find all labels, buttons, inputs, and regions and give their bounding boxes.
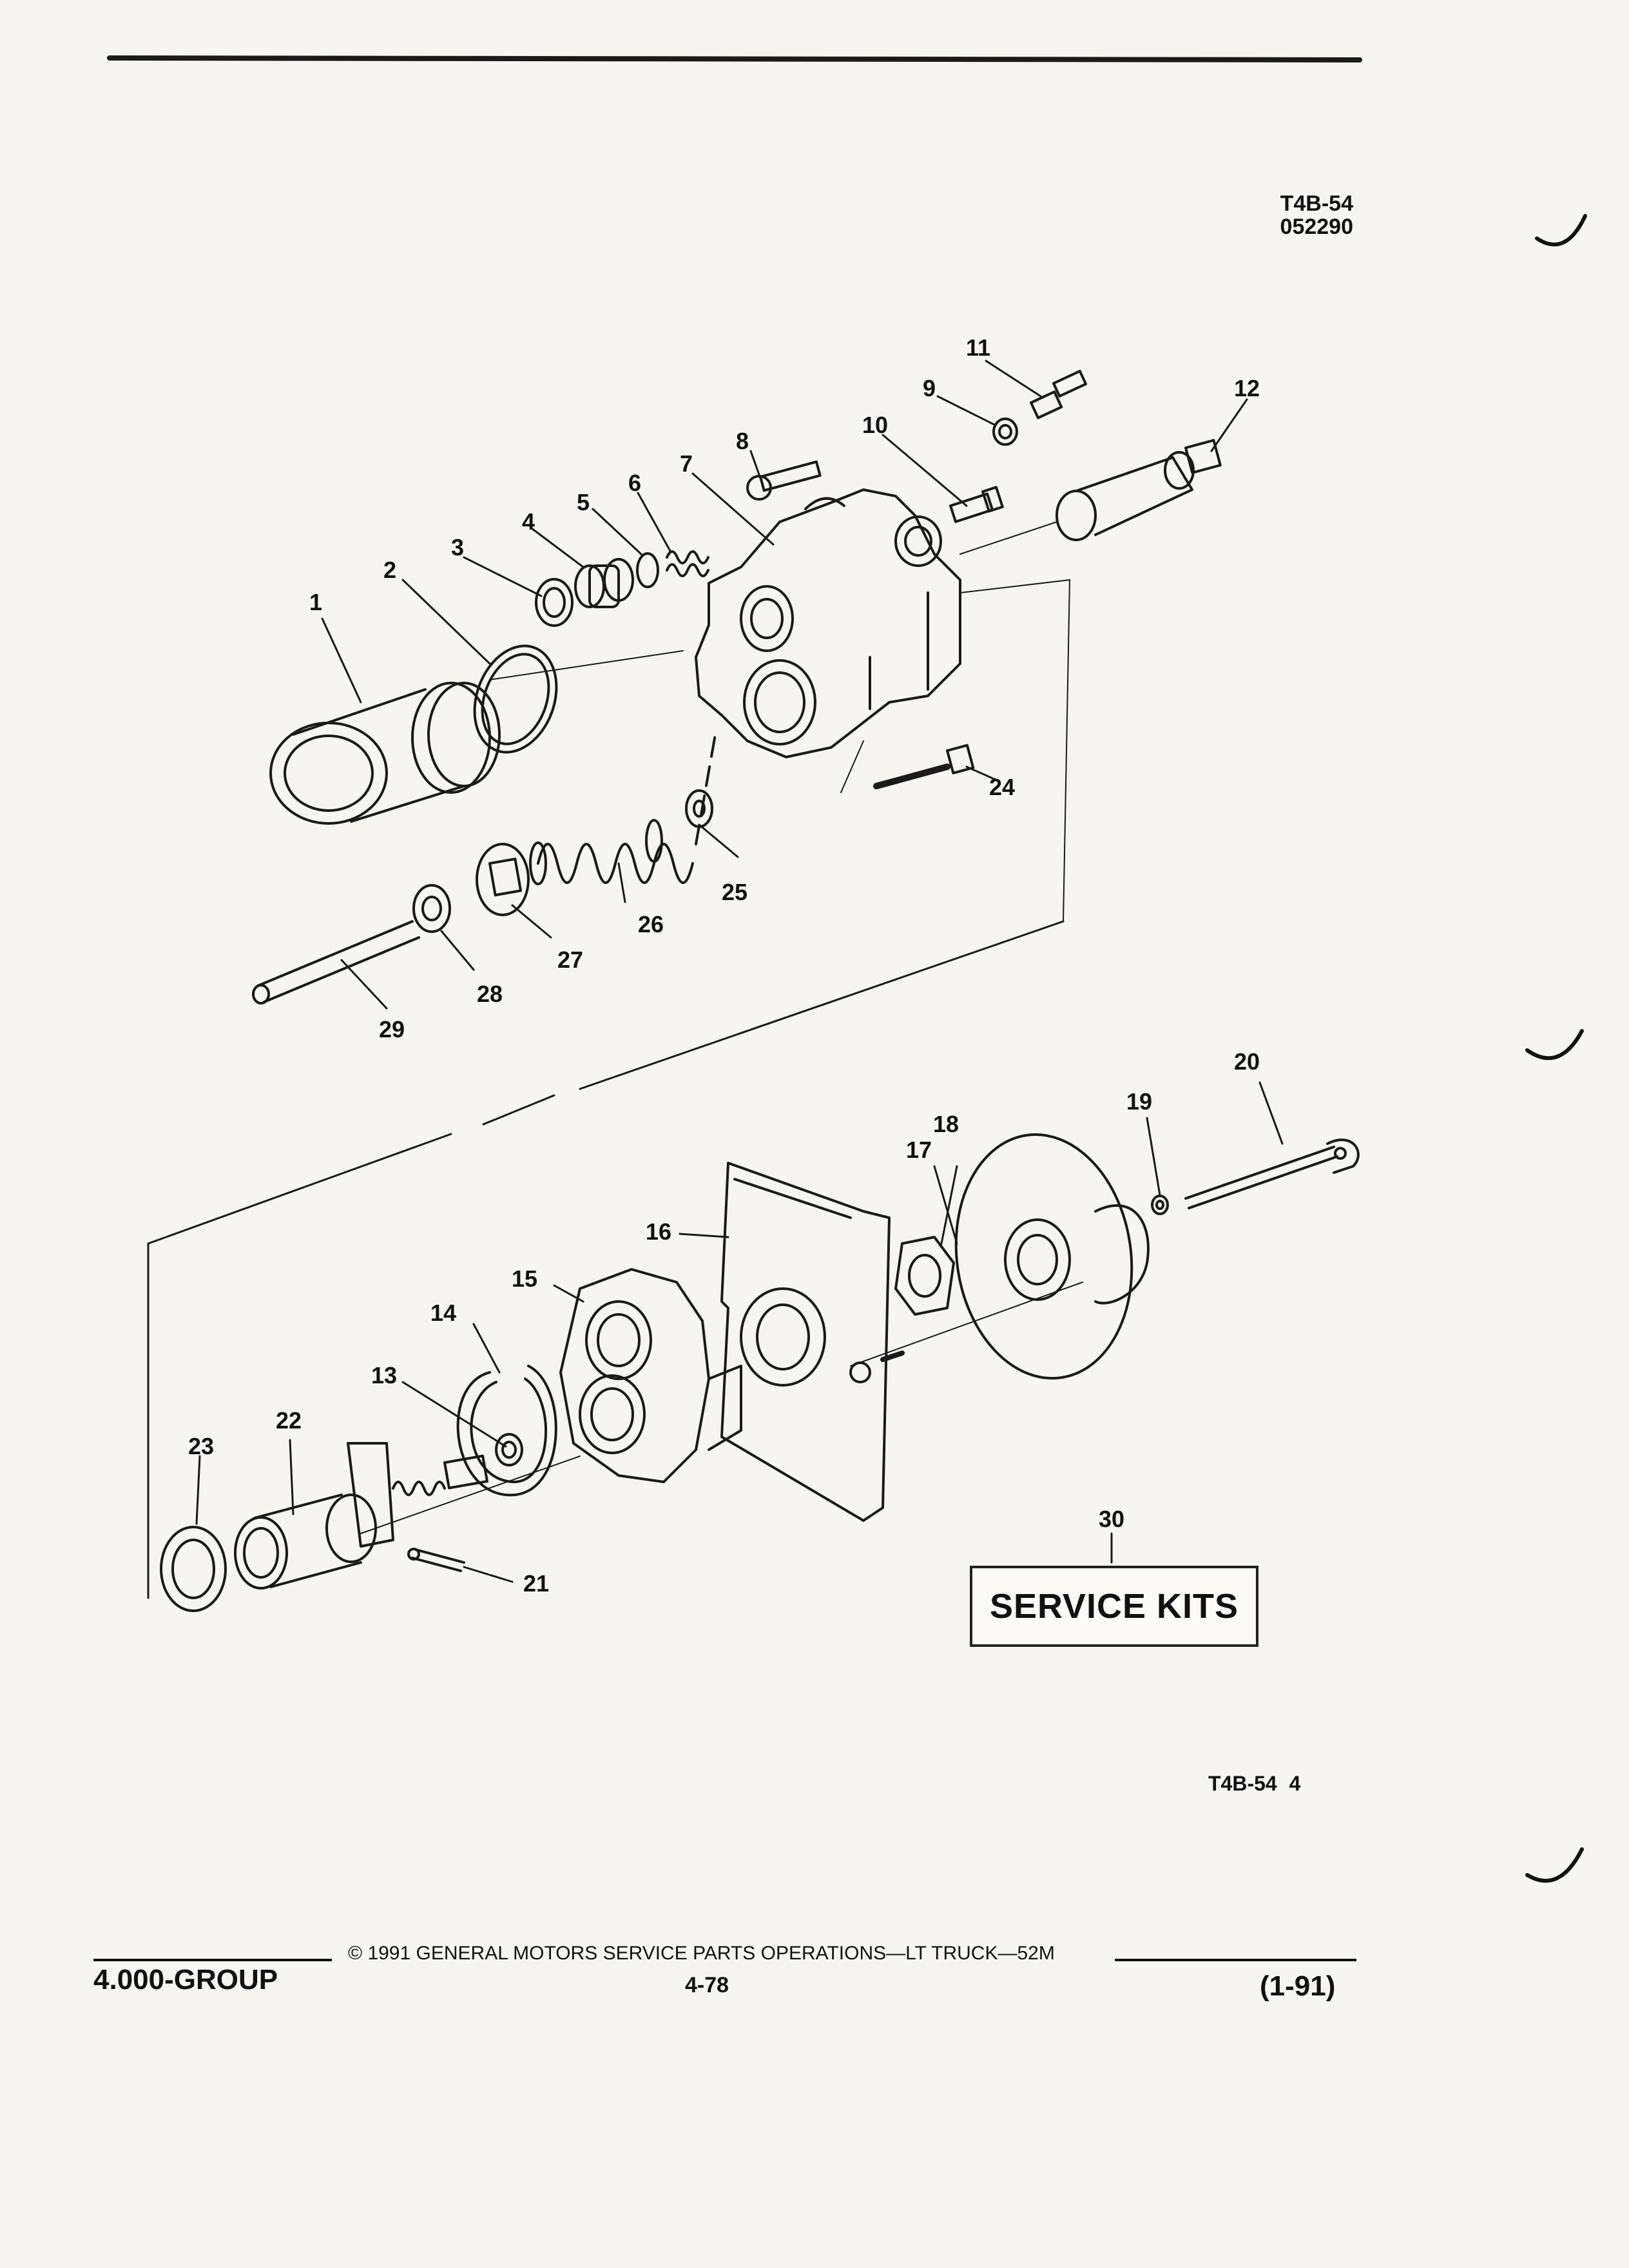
- callout-2: 2: [383, 557, 397, 583]
- part-23-seal: [160, 1526, 227, 1612]
- page-number: 4-78: [685, 1973, 729, 1997]
- callout-16: 16: [645, 1218, 672, 1245]
- part-10-fitting: [949, 486, 1004, 523]
- callout-30: 30: [1098, 1506, 1125, 1532]
- part-29-rod: [252, 920, 420, 1004]
- callout-24: 24: [988, 774, 1016, 800]
- copyright-line: © 1991 GENERAL MOTORS SERVICE PARTS OPER…: [348, 1943, 1055, 1964]
- callout-14: 14: [430, 1300, 457, 1326]
- figure-code-block: T4B-54 052290: [1211, 192, 1353, 238]
- callout-18: 18: [932, 1111, 959, 1137]
- part-15-housing: [559, 1268, 742, 1483]
- callout-6: 6: [628, 470, 642, 496]
- figure-footer-code: T4B-54 4: [1208, 1772, 1301, 1795]
- part-14-snap-ring: [456, 1365, 557, 1497]
- part-24-bolt: [873, 744, 975, 789]
- callout-13: 13: [371, 1362, 398, 1389]
- part-28-collar: [412, 884, 451, 933]
- part-13-washer: [495, 1433, 523, 1466]
- callout-10: 10: [862, 412, 889, 438]
- callout-19: 19: [1126, 1088, 1153, 1115]
- revision-date: (1-91): [1260, 1970, 1336, 2002]
- binder-mark-1: [1535, 214, 1587, 247]
- part-11-fitting: [1030, 369, 1088, 419]
- group-label: 4.000-GROUP: [93, 1964, 278, 1995]
- callout-3: 3: [450, 534, 465, 561]
- part-27-plate: [476, 843, 530, 916]
- part-4-valve: [574, 558, 634, 608]
- part-12-shaft: [1055, 439, 1222, 541]
- part-17-nut: [894, 1236, 955, 1316]
- callout-27: 27: [557, 947, 584, 973]
- callout-4: 4: [521, 508, 535, 535]
- figure-code: T4B-54: [1280, 191, 1353, 216]
- callout-26: 26: [637, 911, 664, 937]
- part-19-washer: [1151, 1195, 1169, 1215]
- part-8-bolt: [746, 460, 822, 501]
- callout-17: 17: [905, 1137, 932, 1163]
- service-kits-label: SERVICE KITS: [989, 1587, 1239, 1626]
- callout-15: 15: [511, 1265, 538, 1292]
- callout-7: 7: [679, 450, 693, 477]
- part-1-cylinder: [269, 682, 501, 825]
- callout-8: 8: [735, 428, 749, 454]
- callout-29: 29: [378, 1016, 405, 1043]
- top-rule: [107, 55, 1362, 62]
- binder-mark-3: [1525, 1847, 1584, 1883]
- binder-mark-2: [1525, 1029, 1584, 1061]
- plate-stud: [849, 1350, 905, 1383]
- part-9-washer: [992, 418, 1018, 446]
- part-5-ring: [636, 552, 659, 588]
- callout-28: 28: [476, 981, 503, 1007]
- part-21-pin: [407, 1548, 465, 1572]
- figure-number: 052290: [1280, 215, 1353, 239]
- callout-23: 23: [188, 1433, 215, 1459]
- part-20-push-rod: [1184, 1139, 1360, 1209]
- part-6-spring: [666, 550, 709, 577]
- callout-5: 5: [576, 489, 590, 515]
- callout-22: 22: [275, 1407, 302, 1434]
- part-25-washer: [685, 789, 713, 828]
- callout-21: 21: [523, 1570, 550, 1597]
- callout-11: 11: [965, 334, 991, 361]
- part-3-seal: [535, 578, 574, 627]
- service-kits-box: SERVICE KITS: [970, 1566, 1258, 1647]
- callout-20: 20: [1233, 1048, 1260, 1075]
- part-26-spring: [529, 819, 694, 885]
- callout-12: 12: [1233, 375, 1260, 401]
- part-7-housing: [695, 488, 961, 758]
- part-22-sleeve: [234, 1494, 377, 1590]
- part-2-oring: [473, 644, 558, 754]
- part-16-plate: [720, 1162, 891, 1522]
- callout-25: 25: [721, 879, 748, 905]
- callout-1: 1: [309, 589, 323, 615]
- callout-9: 9: [922, 375, 936, 401]
- part-18-diaphragm: [850, 1133, 1150, 1380]
